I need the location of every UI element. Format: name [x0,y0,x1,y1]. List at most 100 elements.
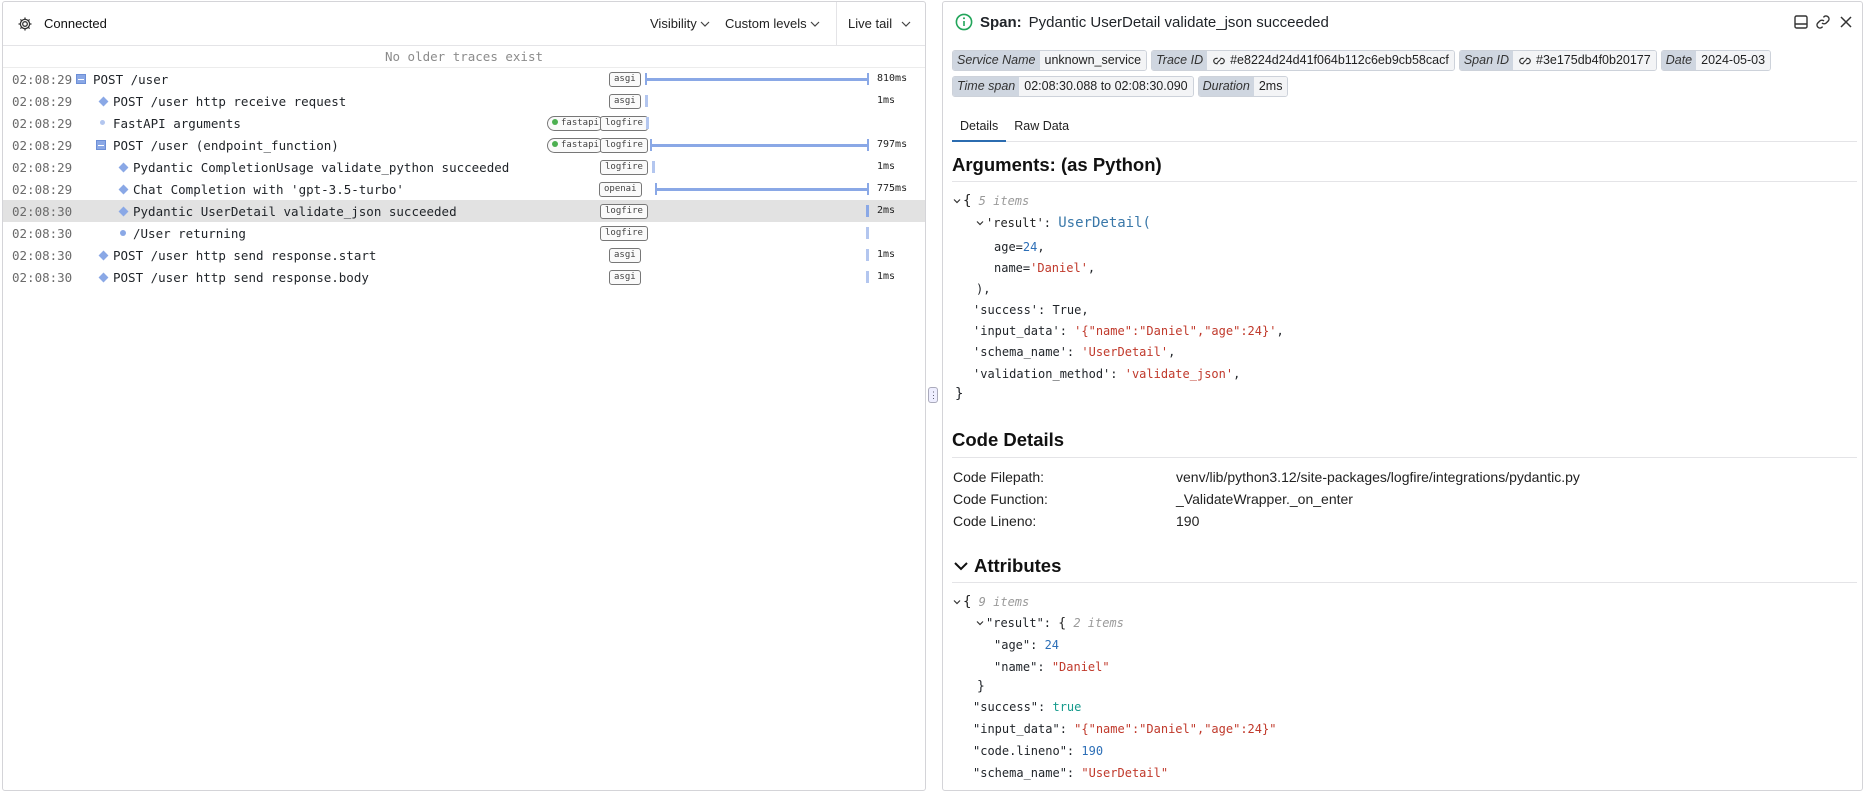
attrs-schema-name-key: "schema_name" [973,766,1067,780]
tab-raw-data[interactable]: Raw Data [1014,119,1070,133]
gear-icon[interactable] [17,16,33,32]
timeline-tick [866,205,869,217]
attrs-age-value: 24 [1044,638,1060,652]
visibility-label: Visibility [650,16,697,31]
visibility-dropdown[interactable]: Visibility [650,16,710,31]
timeline-tick [866,249,869,261]
pill-value-wrap: #e8224d24d41f064b112c6eb9cb58cacf [1207,51,1454,70]
args-close-paren: ), [976,282,991,296]
custom-levels-dropdown[interactable]: Custom levels [725,16,820,31]
row-time: 02:08:29 [12,72,73,87]
args-result-class: UserDetail( [1058,215,1151,231]
trace-row-selected[interactable]: 02:08:30 Pydantic UserDetail validate_js… [3,200,925,222]
attributes-header[interactable]: Attributes [954,555,1061,577]
pill-key: Time span [953,77,1020,96]
span-diamond-icon [118,206,129,217]
args-success-key: 'success' [973,303,1039,317]
tag-logfire: logfire [600,160,648,175]
collapse-icon[interactable] [76,74,86,84]
pill-value: 2024-05-03 [1696,51,1771,70]
attrs-result-key: "result" [986,616,1044,630]
tag-asgi: asgi [609,94,641,109]
trace-row[interactable]: 02:08:30 POST /user http send response.s… [3,244,925,266]
trace-id-pill[interactable]: Trace ID #e8224d24d41f064b112c6eb9cb58ca… [1151,50,1455,71]
attrs-schema-name-line: "schema_name": "UserDetail" [973,766,1169,780]
row-duration: 775ms [877,183,908,194]
row-duration: 1ms [877,95,896,106]
args-root[interactable]: { 5 items [953,193,1029,209]
attrs-result-close: } [977,679,985,694]
service-name-pill: Service Name unknown_service [952,50,1148,71]
live-tail-dropdown[interactable]: Live tail [848,16,911,31]
row-name: FastAPI arguments [113,116,241,131]
args-age-key: age= [994,240,1023,254]
code-lineno-value: 190 [1176,513,1200,529]
attrs-result-count: 2 items [1073,616,1124,630]
tag-openai: openai [599,182,642,197]
detail-tabs: Details Raw Data [952,117,1857,142]
tab-details[interactable]: Details [952,117,1007,142]
attrs-success-key: "success" [973,700,1039,714]
trace-row[interactable]: 02:08:30 POST /user http send response.b… [3,266,925,288]
timeline-tick [646,117,649,129]
trace-row[interactable]: 02:08:29 POST /user http receive request… [3,90,925,112]
attributes-heading: Attributes [974,555,1062,576]
span-diamond-icon [118,184,129,195]
row-name: POST /user (endpoint_function) [113,138,339,153]
span-header: Span: Pydantic UserDetail validate_json … [955,13,1329,31]
trace-row[interactable]: 02:08:29 Pydantic CompletionUsage valida… [3,156,925,178]
pill-value: 2ms [1253,77,1288,96]
chevron-down-icon[interactable] [976,219,984,227]
layout-icon[interactable] [1793,14,1809,30]
section-divider [952,582,1857,583]
args-result-line[interactable]: 'result': UserDetail( [976,215,1151,231]
span-diamond-icon [98,250,109,261]
args-schema-name-key: 'schema_name' [973,345,1067,359]
code-filepath-label: Code Filepath: [953,469,1045,485]
section-divider [952,457,1857,458]
span-diamond-icon [118,162,129,173]
timeline-tick [645,95,648,107]
attrs-input-data-line: "input_data": "{"name":"Daniel","age":24… [973,722,1277,736]
row-name: POST /user [93,72,169,87]
code-details-heading: Code Details [952,429,1065,450]
row-time: 02:08:30 [12,270,73,285]
args-input-data-key: 'input_data' [973,324,1060,338]
attrs-root[interactable]: { 9 items [953,594,1029,610]
link-icon[interactable] [1518,54,1532,68]
link-icon[interactable] [1815,14,1831,30]
row-name: POST /user http send response.start [113,248,377,263]
chevron-down-icon[interactable] [976,619,984,627]
pill-key: Trace ID [1152,51,1208,70]
args-age-line: age=24, [994,240,1045,254]
drag-handle-icon[interactable]: ⋮ [928,387,938,403]
pill-value: 02:08:30.088 to 02:08:30.090 [1019,77,1193,96]
close-icon[interactable] [1838,14,1854,30]
trace-list-panel: Connected Visibility Custom levels Live … [2,1,926,791]
chevron-down-icon[interactable] [953,598,961,606]
trace-row[interactable]: 02:08:29 POST /user asgi 810ms [3,68,925,90]
trace-row[interactable]: 02:08:29 POST /user (endpoint_function) … [3,134,925,156]
trace-row[interactable]: 02:08:29 Chat Completion with 'gpt-3.5-t… [3,178,925,200]
attrs-result-line[interactable]: "result": { 2 items [976,616,1124,631]
chevron-down-icon[interactable] [953,197,961,205]
trace-row[interactable]: 02:08:30 /User returning logfire [3,222,925,244]
panel-resize-divider[interactable]: ⋮ [928,0,938,793]
chevron-down-icon[interactable] [954,561,968,571]
collapse-icon[interactable] [96,140,106,150]
span-title: Pydantic UserDetail validate_json succee… [1028,13,1329,31]
timeline-bar-end [867,73,869,85]
trace-row[interactable]: 02:08:29 FastAPI arguments fastapi logfi… [3,112,925,134]
code-filepath-value: venv/lib/python3.12/site-packages/logfir… [1176,469,1580,485]
span-id-pill[interactable]: Span ID #3e175db4f0b20177 [1458,50,1657,71]
args-success-value: True, [1052,303,1089,317]
pill-key: Duration [1198,77,1254,96]
attrs-name-line: "name": "Daniel" [994,660,1110,674]
attrs-age-key: "age" [994,638,1031,652]
link-icon[interactable] [1212,54,1226,68]
tag-logfire: logfire [600,116,648,131]
attrs-count: 9 items [978,595,1030,609]
tag-fastapi: fastapi [547,138,604,153]
row-time: 02:08:29 [12,160,73,175]
code-function-value: _ValidateWrapper._on_enter [1176,491,1353,507]
